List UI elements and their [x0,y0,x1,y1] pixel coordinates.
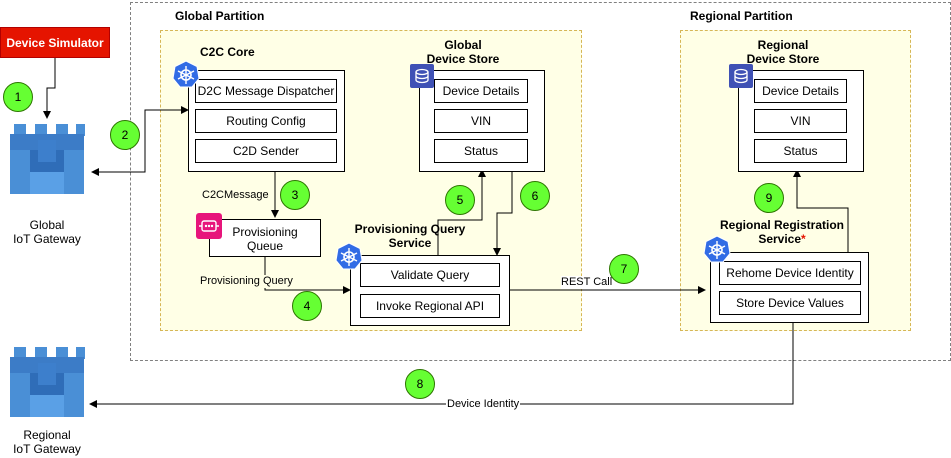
step-6-badge: 6 [520,181,550,211]
step-1-badge: 1 [3,82,33,112]
device-simulator[interactable]: Device Simulator [0,27,110,58]
asterisk-mark: * [801,232,806,246]
edge-registration-gateway [89,323,794,408]
c2c-item-sender[interactable]: C2D Sender [195,139,337,163]
edge-label-c2c-message: C2CMessage [202,189,269,202]
edge-registration-regionalstore [793,169,849,252]
step-4-badge: 4 [292,291,322,321]
edge-label-rest-call: REST Call [561,276,613,289]
regional-gateway-label: Regional IoT Gateway [13,428,81,456]
c2c-core-title: C2C Core [200,45,255,59]
step-7-badge: 7 [609,254,639,284]
kubernetes-icon [335,242,363,270]
storage-icon [729,64,753,88]
storage-icon [410,64,434,88]
global-store-title: Global Device Store [426,38,500,66]
edge-label-provisioning-query: Provisioning Query [200,275,293,288]
registration-service-title: Regional Registration Service* [719,218,844,246]
global-gateway-label: Global IoT Gateway [13,218,81,246]
global-store-item-status[interactable]: Status [434,139,528,163]
edge-globalstore-service [493,172,513,256]
c2c-item-dispatcher[interactable]: D2C Message Dispatcher [195,79,337,103]
kubernetes-icon [703,235,731,263]
step-9-badge: 9 [754,183,784,213]
step-5-badge: 5 [445,185,475,215]
edge-label-device-identity: Device Identity [446,398,521,411]
global-store-item-vin[interactable]: VIN [434,109,528,133]
sqs-queue-icon [196,213,222,239]
registration-item-store[interactable]: Store Device Values [719,291,861,315]
iot-gateway-icon [10,124,85,194]
edge-gateway-c2c [91,106,189,176]
provisioning-queue-box[interactable] [209,219,321,257]
c2c-item-routing[interactable]: Routing Config [195,109,337,133]
provisioning-queue-label: Provisioning Queue [232,225,298,253]
regional-store-title: Regional Device Store [746,38,820,66]
provisioning-item-validate[interactable]: Validate Query [360,263,500,287]
registration-item-rehome[interactable]: Rehome Device Identity [719,261,861,285]
provisioning-item-invoke[interactable]: Invoke Regional API [360,294,500,318]
step-3-badge: 3 [280,180,310,210]
regional-partition-title: Regional Partition [690,9,793,23]
regional-store-item-vin[interactable]: VIN [754,109,847,133]
global-store-item-details[interactable]: Device Details [434,79,528,103]
step-2-badge: 2 [110,120,140,150]
regional-store-item-details[interactable]: Device Details [754,79,847,103]
step-8-badge: 8 [405,369,435,399]
global-partition-title: Global Partition [175,9,265,23]
iot-gateway-icon [10,347,85,417]
kubernetes-icon [172,60,200,88]
provisioning-service-title: Provisioning Query Service [354,222,466,250]
edge-service-globalstore [437,169,486,255]
regional-store-item-status[interactable]: Status [754,139,847,163]
edge-queue-service [264,256,351,294]
edge-simulator-gateway [43,58,56,119]
